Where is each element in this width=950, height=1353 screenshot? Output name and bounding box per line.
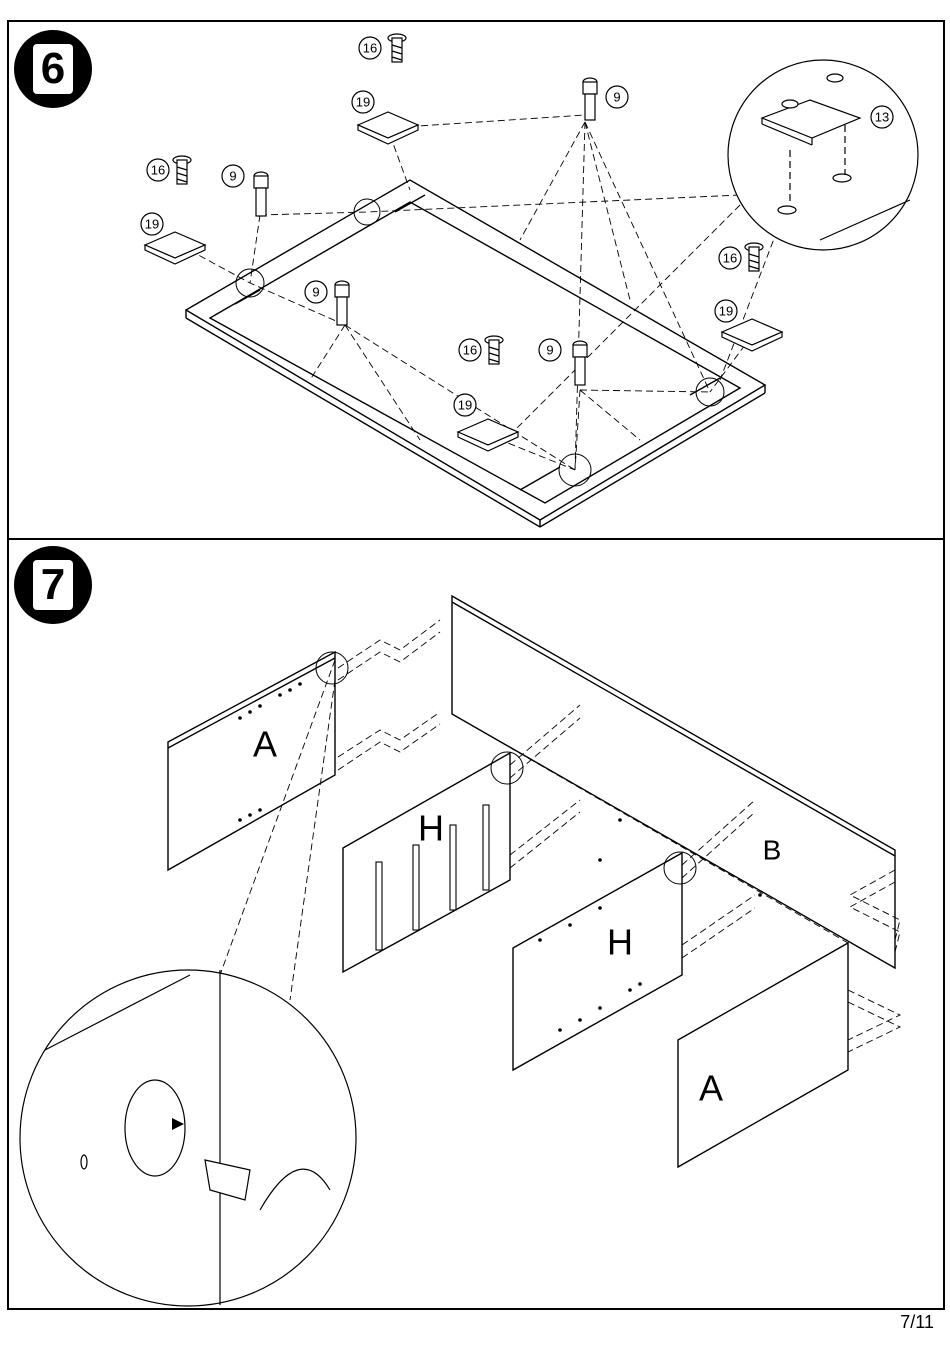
divider-panel-2 xyxy=(513,853,682,1070)
label-screw-2: 16 xyxy=(363,41,377,56)
page-number: 7/11 xyxy=(900,1312,934,1333)
label-back: B xyxy=(763,835,782,866)
screw-3 xyxy=(745,243,763,271)
label-screw-1: 16 xyxy=(151,163,165,178)
label-side-left: A xyxy=(253,724,277,765)
connector-detail-circle xyxy=(728,60,918,250)
label-pad-1: 19 xyxy=(145,217,159,232)
screw-2 xyxy=(388,34,406,62)
label-connector: 13 xyxy=(875,110,889,125)
label-bolt-4: 9 xyxy=(546,343,553,358)
cam-bolt-4 xyxy=(573,341,587,385)
label-divider-1: H xyxy=(418,808,444,849)
label-bolt-3: 9 xyxy=(312,285,319,300)
side-panel-right xyxy=(678,943,848,1167)
label-screw-4: 16 xyxy=(463,343,477,358)
label-pad-3: 19 xyxy=(719,304,733,319)
label-pad-4: 19 xyxy=(458,398,472,413)
cam-bolt-3 xyxy=(335,281,349,325)
label-divider-2: H xyxy=(607,922,633,963)
screw-1 xyxy=(173,156,191,184)
label-side-right: A xyxy=(699,1068,723,1109)
cam-bolt-1 xyxy=(254,172,268,216)
cam-lock-detail-circle xyxy=(20,970,356,1306)
cam-bolt-2 xyxy=(583,78,597,120)
screw-4 xyxy=(485,336,503,364)
label-pad-2: 19 xyxy=(356,95,370,110)
side-panel-left xyxy=(168,652,335,870)
label-bolt-1: 9 xyxy=(229,169,236,184)
label-screw-3: 16 xyxy=(723,251,737,266)
step-6-illustration: 16 19 9 16 19 9 13 16 19 9 16 19 9 xyxy=(0,0,950,538)
step-7-illustration: A H H B A xyxy=(0,540,950,1310)
label-bolt-2: 9 xyxy=(613,90,620,105)
